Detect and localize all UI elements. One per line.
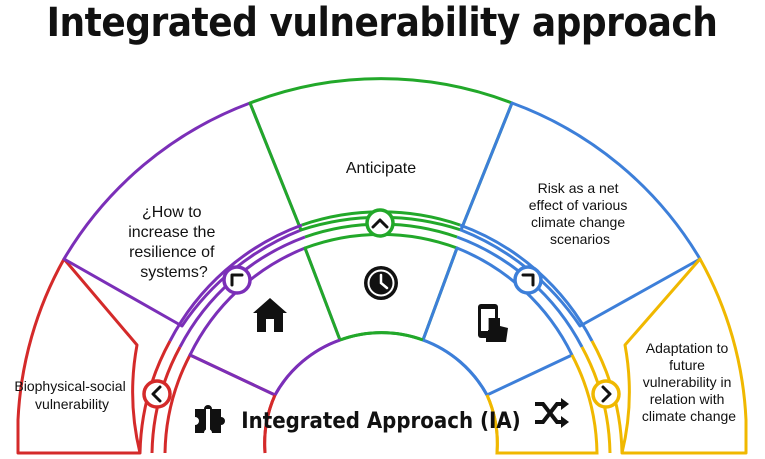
chevron-up-icon[interactable] [365, 208, 395, 238]
segment-anticipate-outer [248, 77, 514, 232]
center-arc-yellow [485, 394, 499, 454]
chevron-up-right-icon[interactable] [513, 265, 543, 295]
chevron-up-left-icon[interactable] [222, 265, 252, 295]
label-adaptation: Adaptation to future vulnerability in re… [642, 340, 736, 424]
ring-purple-outer [168, 223, 303, 342]
chevron-left-icon[interactable] [142, 379, 172, 409]
center-arc-blue [422, 338, 489, 396]
clock-icon [364, 266, 398, 300]
center-label: Integrated Approach (IA) [241, 409, 520, 434]
home-icon [253, 298, 287, 332]
label-biophysical: Biophysical-social vulnerability [14, 378, 129, 412]
center-arc-red [263, 394, 277, 454]
label-resilience: ¿How to increase the resilience of syste… [128, 204, 220, 281]
chevron-right-icon[interactable] [591, 379, 621, 409]
phone-touch-icon [478, 304, 508, 342]
segment-adaptation-outer [620, 257, 748, 455]
diagram-title: Integrated vulnerability approach [47, 0, 718, 46]
segment-biophysical-outer [16, 257, 142, 455]
puzzle-icon [195, 405, 225, 433]
center-arc-green [339, 331, 424, 342]
label-risk: Risk as a net effect of various climate … [529, 180, 631, 247]
shuffle-icon [535, 398, 569, 428]
label-anticipate: Anticipate [346, 160, 416, 177]
center-arc-purple [273, 338, 341, 396]
